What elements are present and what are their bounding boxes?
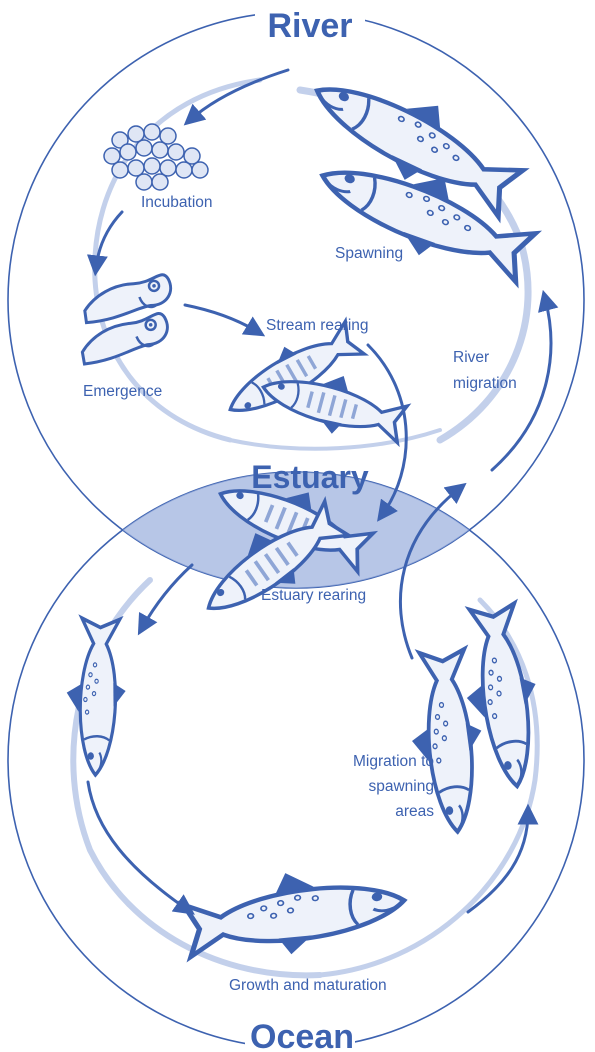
- label-emergence: Emergence: [83, 383, 162, 400]
- arrow-ocean-down: [88, 782, 188, 910]
- label-migration-3: areas: [395, 803, 434, 820]
- label-stream-rearing: Stream rearing: [266, 317, 369, 334]
- river-title: River: [267, 7, 352, 45]
- arrow-estuary-to-ocean: [142, 565, 192, 628]
- label-migration-2: spawning: [369, 778, 435, 795]
- label-river-migration-1: River: [453, 349, 489, 366]
- label-river-migration-2: migration: [453, 375, 517, 392]
- label-incubation: Incubation: [141, 194, 213, 211]
- label-estuary-rearing: Estuary rearing: [261, 587, 366, 604]
- arrow-emergence-to-stream: [185, 305, 258, 332]
- growth-fish: [181, 857, 409, 968]
- estuary-title: Estuary: [251, 459, 369, 495]
- label-spawning: Spawning: [335, 245, 403, 262]
- ocean-title: Ocean: [250, 1018, 354, 1052]
- label-growth: Growth and maturation: [229, 977, 387, 994]
- label-migration-1: Migration to: [353, 753, 434, 770]
- egg-cluster: [104, 124, 208, 190]
